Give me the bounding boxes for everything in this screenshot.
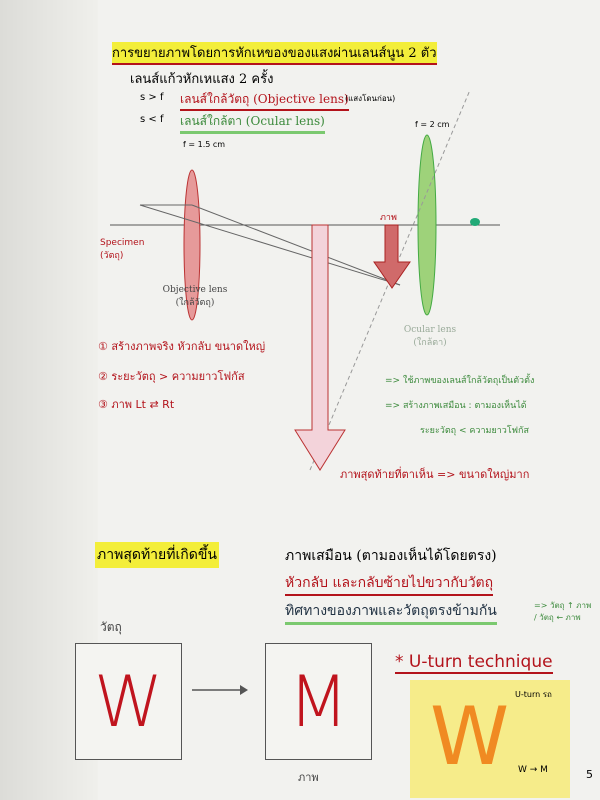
ray [191, 204, 401, 286]
ocular-note-2: => สร้างภาพเสมือน : ตามองเห็นได้ [385, 401, 527, 411]
object-box: W [75, 643, 182, 760]
page-number: 5 [586, 768, 593, 781]
lens1-cond: s > f [140, 92, 164, 103]
objective-lens [183, 169, 201, 321]
bullet: เลนส์แก้วหักเหแสง 2 ครั้ง [130, 72, 274, 87]
object-label: วัตถุ [100, 620, 122, 634]
ocular-note-3: ระยะวัตถุ < ความยาวโฟกัส [420, 426, 529, 436]
final-line-2: หัวกลับ และกลับซ้ายไปขวากับวัตถุ [285, 572, 494, 596]
final-image-arrow [294, 224, 346, 471]
ocular-lens [417, 134, 437, 316]
image-box-label: ภาพ [298, 771, 319, 784]
lens2-label: เลนส์ใกล้ตา (Ocular lens) [180, 112, 325, 134]
f1: f = 1.5 cm [183, 140, 226, 149]
eye-icon [470, 218, 480, 226]
objective-note-1: ① สร้างภาพจริง หัวกลับ ขนาดใหญ่ [98, 340, 266, 353]
arrow-icon [192, 685, 248, 695]
objective-note-2: ② ระยะวัตถุ > ความยาวโฟกัส [98, 370, 245, 383]
image-letter: M [288, 660, 349, 743]
sticky-letter: W [430, 690, 510, 783]
lens2-cond: s < f [140, 114, 164, 125]
final-image-note: ภาพสุดท้ายที่ตาเห็น => ขนาดใหญ่มาก [340, 468, 530, 481]
heading: การขยายภาพโดยการหักเหของของแสงผ่านเลนส์น… [112, 42, 437, 65]
final-line-3: ทิศทางของภาพและวัตถุตรงข้ามกัน [285, 600, 497, 625]
ray [139, 204, 401, 286]
image-box: M [265, 643, 372, 760]
image-label: ภาพ [380, 213, 397, 223]
ocular-caption: Ocular lens (ใกล้ตา) [403, 325, 457, 348]
sticky-small: W → M [518, 765, 548, 775]
final-title: ภาพสุดท้ายที่เกิดขึ้น [95, 542, 219, 568]
objective-note-3: ③ ภาพ Lt ⇄ Rt [98, 398, 175, 411]
lens1-note: (แสงโดนก่อน) [345, 94, 396, 103]
lens1-label: เลนส์ใกล้วัตถุ (Objective lens) [180, 90, 349, 111]
objective-caption: Objective lens (ใกล้วัตถุ) [162, 285, 228, 308]
final-line-1: ภาพเสมือน (ตามองเห็นได้โดยตรง) [285, 548, 497, 564]
side-note: => วัตถุ ↑ ภาพ / วัตถุ ← ภาพ [534, 601, 592, 622]
f2: f = 2 cm [415, 120, 450, 129]
sticky-note: U-turn รถ W W → M [410, 680, 570, 798]
ocular-note-1: => ใช้ภาพของเลนส์ใกล้วัตถุเป็นตัวตั้ง [385, 376, 535, 386]
object-letter: W [93, 660, 164, 743]
intermediate-image-arrow [373, 224, 411, 289]
specimen-label: Specimen (วัตถุ) [100, 238, 145, 261]
sticky-title: U-turn รถ [515, 690, 552, 699]
uturn-title: * U-turn technique [395, 652, 553, 674]
